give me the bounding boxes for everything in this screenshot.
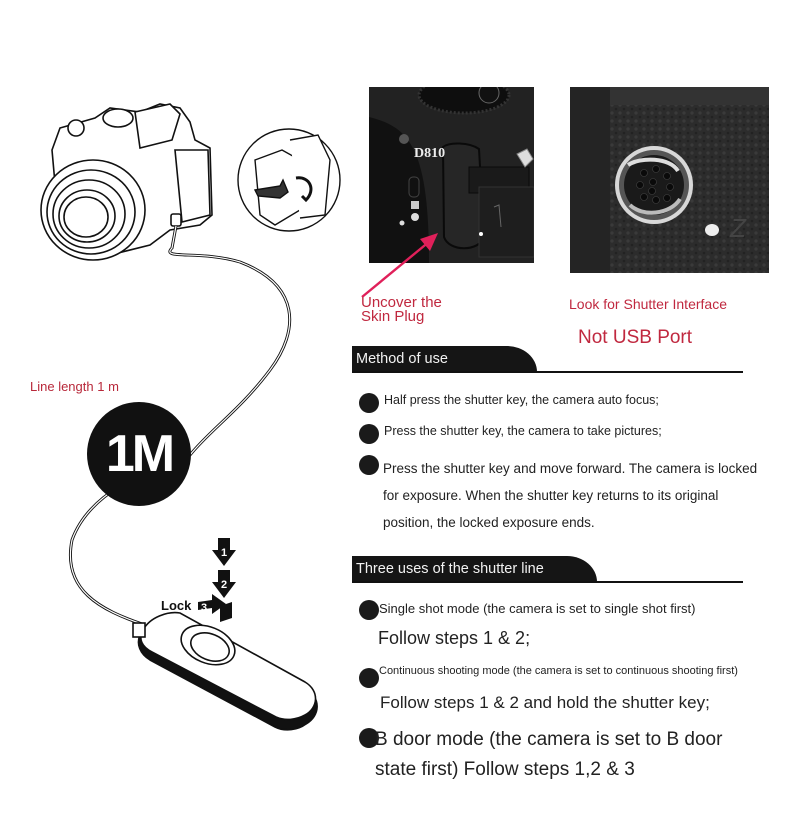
bullet-icon bbox=[359, 393, 379, 413]
shutter-port-photo: Z bbox=[570, 87, 769, 273]
remote-control-icon bbox=[132, 611, 318, 731]
uses-section-divider bbox=[352, 581, 743, 583]
port-detail-icon bbox=[237, 128, 341, 232]
single-shot-mode: Single shot mode (the camera is set to s… bbox=[379, 601, 696, 616]
svg-text:Z: Z bbox=[729, 213, 747, 243]
uses-section-header: Three uses of the shutter line bbox=[352, 556, 597, 582]
caption-line-2: Skin Plug bbox=[361, 308, 425, 325]
remote-illustration: 1 2 3 Line length 1 m 1M Lock bbox=[0, 0, 360, 818]
continuous-steps: Follow steps 1 & 2 and hold the shutter … bbox=[380, 693, 710, 712]
bullet-icon bbox=[359, 728, 379, 748]
cable-length-badge: 1M bbox=[87, 402, 191, 506]
bullet-icon bbox=[359, 455, 379, 475]
bullet-icon bbox=[359, 668, 379, 688]
camera-side-photo: D810 bbox=[369, 87, 534, 263]
pointer-arrow-icon bbox=[361, 233, 438, 298]
line-length-label: Line length 1 m bbox=[30, 379, 119, 394]
step-2-number: 2 bbox=[221, 579, 227, 591]
camera-remote-drawing: 1 2 3 bbox=[40, 103, 341, 731]
step-3-number: 3 bbox=[201, 602, 207, 614]
model-label: D810 bbox=[414, 146, 445, 161]
continuous-mode: Continuous shooting mode (the camera is … bbox=[379, 665, 738, 677]
method-step-1: Half press the shutter key, the camera a… bbox=[384, 393, 659, 407]
step-arrows-icon bbox=[198, 538, 236, 622]
method-step-2: Press the shutter key, the camera to tak… bbox=[384, 424, 662, 438]
method-step-3: Press the shutter key and move forward. … bbox=[383, 461, 758, 530]
step-1-number: 1 bbox=[221, 547, 227, 559]
not-usb-warning: Not USB Port bbox=[578, 327, 693, 348]
uncover-plug-caption: Uncover the Skin Plug bbox=[361, 294, 442, 325]
bullet-icon bbox=[359, 600, 379, 620]
lock-label: Lock bbox=[161, 598, 192, 613]
camera-icon bbox=[40, 103, 213, 261]
method-section-divider bbox=[352, 371, 743, 373]
b-door-mode: B door mode (the camera is set to B door… bbox=[375, 729, 723, 780]
single-shot-steps: Follow steps 1 & 2; bbox=[378, 628, 531, 648]
bullet-icon bbox=[359, 424, 379, 444]
method-section-header: Method of use bbox=[352, 346, 537, 372]
shutter-interface-caption: Look for Shutter Interface bbox=[569, 296, 727, 312]
caption-line-1: Uncover the bbox=[361, 294, 442, 311]
